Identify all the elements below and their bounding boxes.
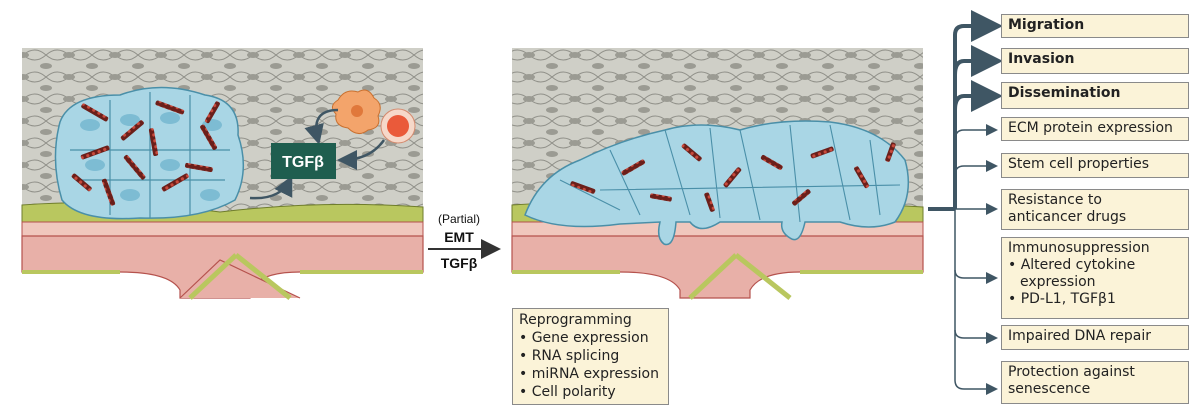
- outcome-ecm-protein-expression: ECM protein expression: [1001, 117, 1189, 141]
- outcome-dissemination: Dissemination: [1001, 82, 1189, 109]
- outcome-migration: Migration: [1001, 14, 1189, 38]
- outcome-stem-cell-properties: Stem cell properties: [1001, 153, 1189, 178]
- invasive-tumor-cluster: [524, 120, 910, 246]
- basement-membrane: [21, 221, 424, 237]
- emt-label: EMT: [444, 229, 474, 245]
- outcome-resistance: Resistance to anticancer drugs: [1001, 189, 1189, 230]
- outcome-immunosuppression: Immunosuppression • Altered cytokine exp…: [1001, 237, 1189, 319]
- tumor-cluster: [54, 86, 245, 220]
- tgfb-box: [271, 143, 336, 179]
- reprogramming-box: Reprogramming • Gene expression • RNA sp…: [512, 308, 669, 405]
- reprogramming-item: • miRNA expression: [519, 366, 659, 382]
- outcome-arrows: [928, 10, 1003, 395]
- emt-arrow-group: (Partial) EMT TGFβ: [428, 212, 501, 271]
- reprogramming-title: Reprogramming: [519, 312, 632, 328]
- reprogramming-item: • Gene expression: [519, 330, 649, 346]
- reprogramming-item: • RNA splicing: [519, 348, 620, 364]
- tgfb-center-label: TGFβ: [441, 255, 478, 271]
- outcome-dna-repair: Impaired DNA repair: [1001, 325, 1189, 350]
- reprogramming-item: • Cell polarity: [519, 384, 616, 400]
- lymphocyte-icon: [380, 108, 416, 144]
- right-panel: [511, 48, 924, 300]
- left-panel: TGFβ: [21, 48, 424, 300]
- outcome-senescence: Protection against senescence: [1001, 361, 1189, 404]
- partial-label: (Partial): [438, 212, 480, 226]
- tgfb-label: TGFβ: [282, 154, 324, 171]
- macrophage-icon: [332, 89, 381, 134]
- outcome-invasion: Invasion: [1001, 48, 1189, 74]
